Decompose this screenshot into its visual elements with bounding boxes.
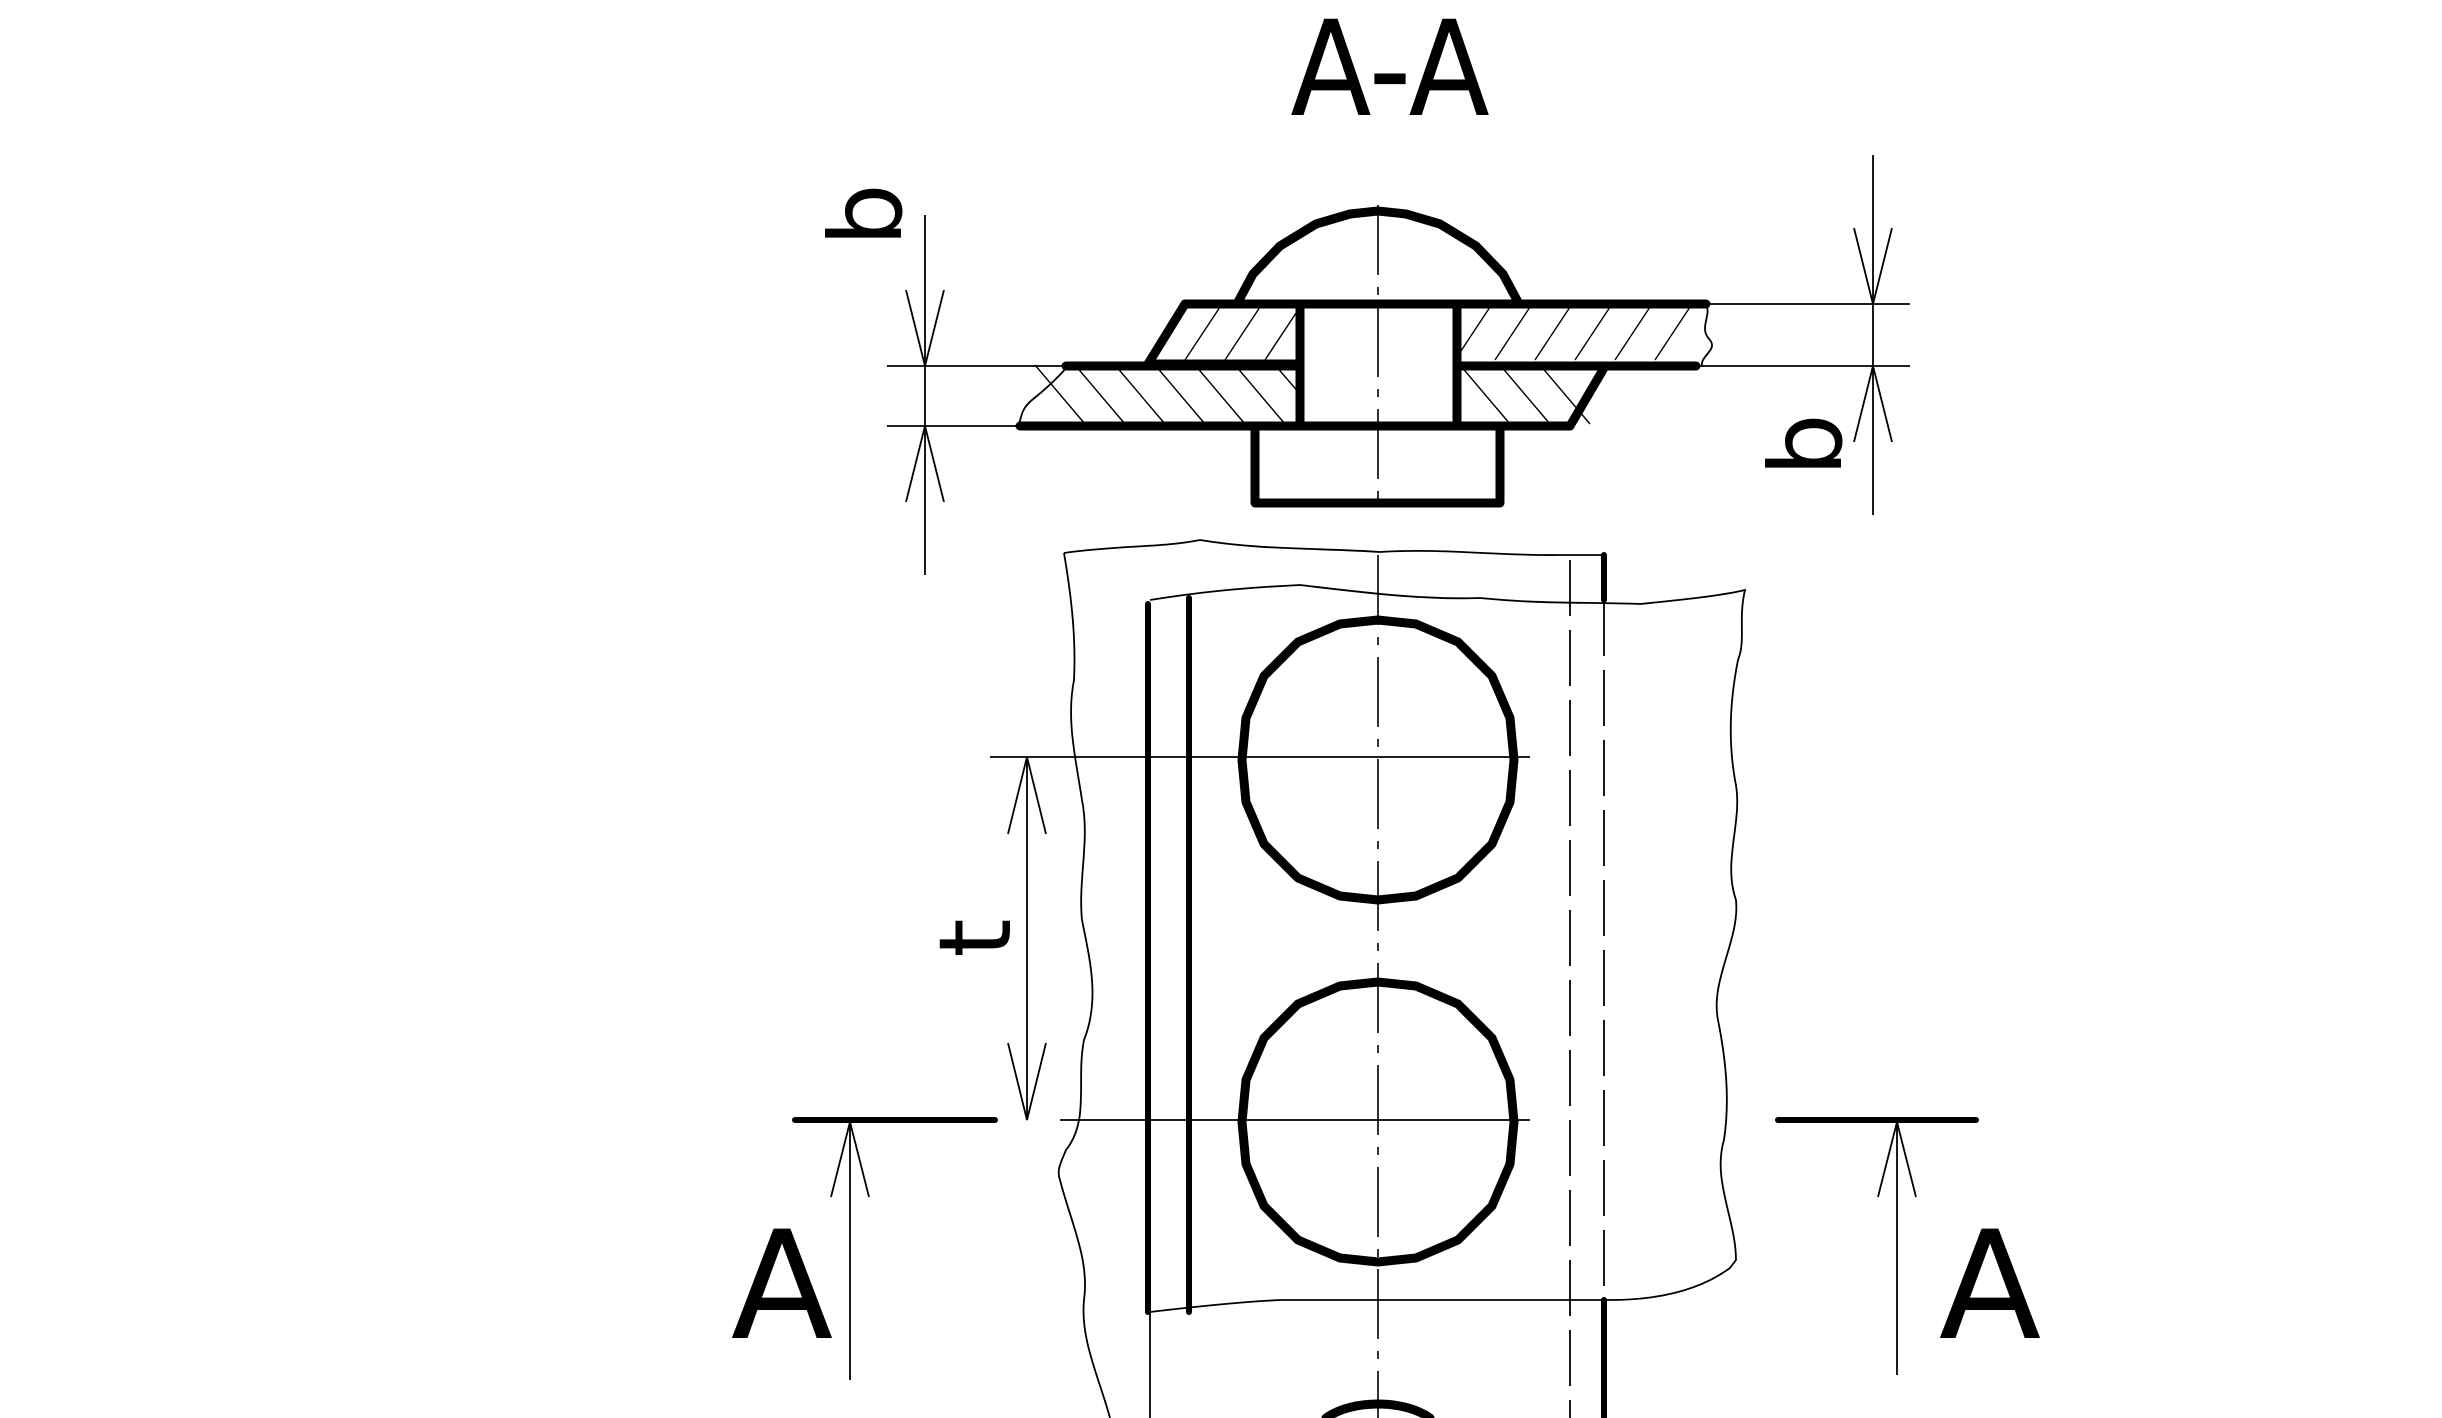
section-marker-right: A bbox=[1939, 1200, 2042, 1374]
dimension-label-b-right: b bbox=[1748, 413, 1865, 476]
dimension-label-b-left: b bbox=[808, 183, 925, 246]
lower-plate bbox=[1015, 361, 1609, 431]
dimension-label-t: t bbox=[917, 918, 1034, 957]
lower-plate-break-line bbox=[1017, 365, 1069, 427]
rivet-circle-2 bbox=[1237, 977, 1519, 1267]
lower-plate-hatching bbox=[1034, 364, 1591, 425]
rivet-center-lines bbox=[990, 555, 1530, 1418]
plate-edge-lines bbox=[1145, 595, 1192, 1418]
dimension-t bbox=[1007, 756, 1047, 1121]
section-cut-right bbox=[1775, 1117, 1979, 1375]
upper-plate-hatching bbox=[1184, 303, 1693, 361]
rivet-shank bbox=[1295, 299, 1462, 431]
lower-plate-plan-outline bbox=[1057, 539, 1604, 1418]
rivet-tail bbox=[1250, 423, 1505, 508]
section-title: A-A bbox=[1290, 0, 1489, 147]
section-cut-left bbox=[792, 1117, 998, 1380]
upper-plate-break-line bbox=[1701, 303, 1713, 367]
hidden-edge-lines bbox=[1569, 552, 1607, 1418]
upper-plate bbox=[1143, 299, 1711, 371]
dimension-b-left bbox=[887, 215, 1068, 575]
dimension-b-right bbox=[1698, 155, 1910, 515]
section-marker-left: A bbox=[731, 1200, 834, 1374]
upper-plate-plan-outline bbox=[1149, 584, 1747, 1313]
